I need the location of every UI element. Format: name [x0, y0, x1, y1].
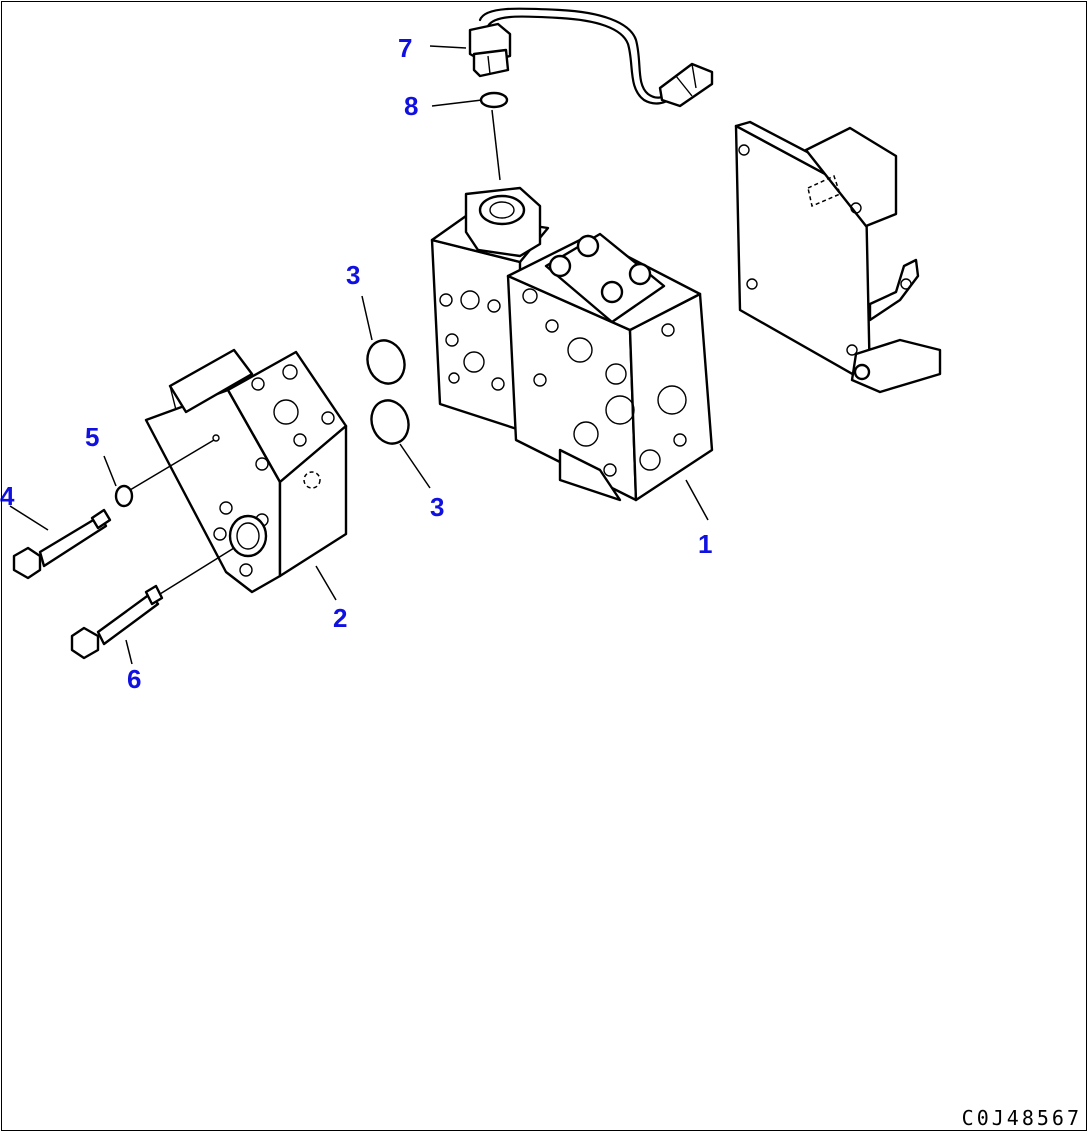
seal-part-3-upper [361, 295, 406, 385]
callout-2: 2 [333, 603, 347, 633]
callout-1: 1 [698, 529, 712, 559]
leader-8 [431, 99, 483, 107]
callout-8: 8 [404, 91, 418, 121]
callout-3-upper: 3 [346, 260, 360, 290]
leader-7 [429, 45, 467, 49]
valve-body-part-1 [430, 186, 714, 521]
sensor-part-7 [468, 7, 714, 108]
o-ring-part-8 [479, 91, 509, 181]
mounting-bracket [734, 120, 942, 394]
bolt-part-4 [9, 505, 112, 580]
end-block-part-2 [144, 348, 348, 601]
washer-part-5 [103, 434, 220, 508]
callout-6: 6 [127, 664, 141, 694]
callout-4: 4 [0, 481, 15, 511]
bolt-part-6 [70, 547, 235, 665]
callout-7: 7 [398, 33, 412, 63]
drawing-code: C0J48567 [961, 1106, 1082, 1130]
callout-5: 5 [85, 422, 99, 452]
callout-3-lower: 3 [430, 492, 444, 522]
seal-part-3-lower [370, 399, 431, 489]
